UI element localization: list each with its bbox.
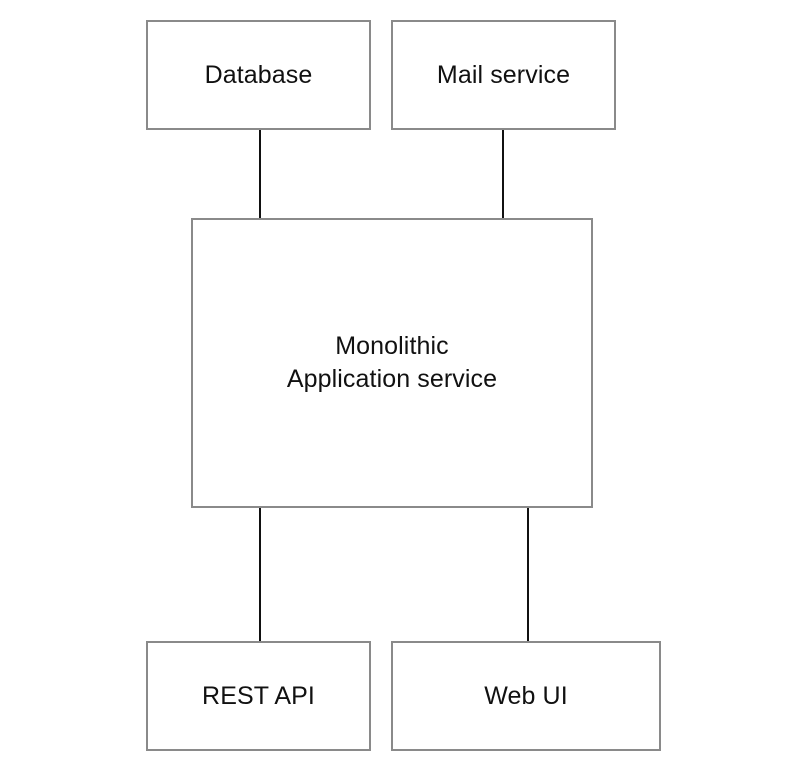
mail-service-box: Mail service <box>391 20 616 130</box>
application-service-label: Application service <box>286 365 498 393</box>
database-label: Database <box>204 60 313 89</box>
database-box: Database <box>146 20 371 130</box>
database-connector <box>259 130 261 218</box>
rest-api-label: REST API <box>202 681 315 710</box>
web-ui-box: Web UI <box>391 641 661 751</box>
mail-service-label: Mail service <box>436 60 571 89</box>
monolithic-application-service-box: Monolithic Application service <box>191 218 593 508</box>
rest-api-box: REST API <box>146 641 371 751</box>
web-ui-label: Web UI <box>484 681 568 710</box>
web-ui-connector <box>527 508 529 641</box>
mail-service-connector <box>502 130 504 218</box>
monolithic-label-group: Monolithic Application service <box>287 330 497 396</box>
monolithic-label: Monolithic <box>335 332 449 360</box>
rest-api-connector <box>259 508 261 641</box>
